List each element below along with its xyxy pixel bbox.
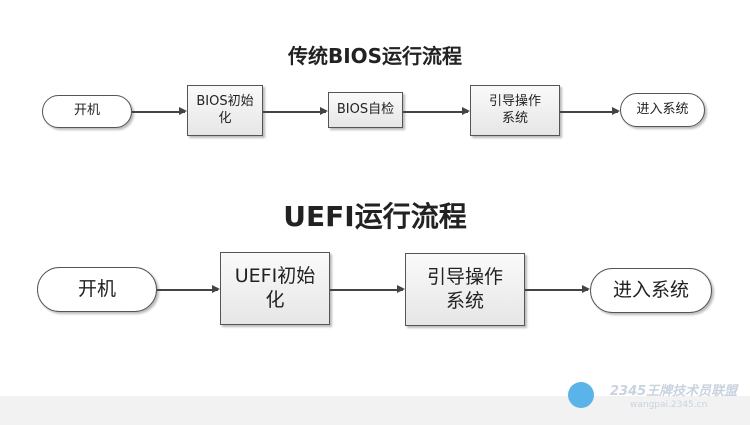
bios-node-init: BIOS初始化 [187, 85, 263, 136]
uefi-node-boot-os: 引导操作系统 [405, 253, 525, 326]
watermark: 2345王牌技术员联盟 wangpai.2345.cn [560, 374, 750, 424]
arrow [403, 108, 470, 114]
watermark-name: 2345王牌技术员联盟 [610, 384, 738, 399]
octopus-mascot-icon [568, 382, 594, 408]
arrow [560, 108, 620, 114]
bios-node-boot-os: 引导操作系统 [470, 85, 560, 136]
bios-node-power-on: 开机 [42, 95, 132, 128]
footer-band [0, 396, 750, 425]
uefi-node-init: UEFI初始化 [220, 252, 330, 325]
arrow [263, 108, 328, 114]
arrow [132, 108, 187, 114]
arrow [525, 286, 590, 292]
uefi-node-enter-system: 进入系统 [590, 268, 712, 313]
uefi-flow-title: UEFI运行流程 [283, 200, 467, 233]
bios-flow-title: 传统BIOS运行流程 [287, 44, 463, 68]
watermark-url: wangpai.2345.cn [630, 400, 708, 410]
uefi-node-power-on: 开机 [37, 267, 157, 312]
bios-node-enter-system: 进入系统 [620, 93, 705, 127]
arrow [157, 286, 220, 292]
bios-node-post: BIOS自检 [328, 92, 403, 128]
arrow [330, 286, 405, 292]
